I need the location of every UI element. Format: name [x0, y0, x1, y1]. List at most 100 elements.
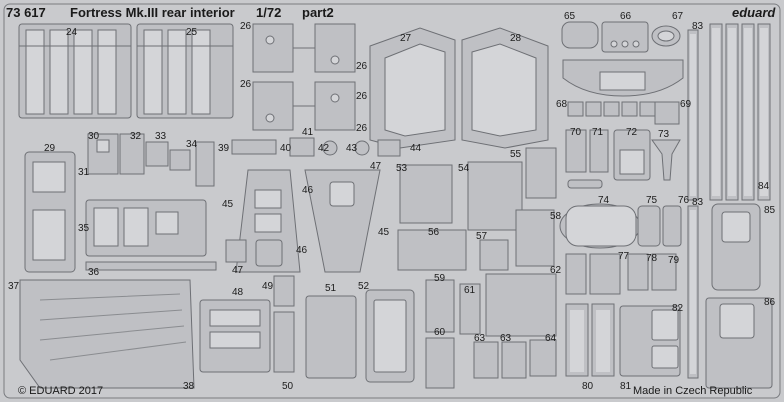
- part-65: [561, 21, 599, 49]
- part-number: 55: [510, 149, 522, 160]
- part-number: 43: [346, 143, 358, 154]
- part-60: [425, 337, 455, 389]
- part-59: [425, 279, 455, 333]
- part-number: 81: [620, 381, 632, 392]
- part-number: 73: [658, 129, 670, 140]
- part-75: [637, 205, 661, 247]
- copyright: © EDUARD 2017: [18, 385, 104, 397]
- part-number: 83: [692, 21, 704, 32]
- part-number: 26: [356, 61, 368, 72]
- origin-note: Made in Czech Republic: [633, 385, 753, 397]
- part-71: [589, 129, 609, 173]
- part-61: [459, 283, 481, 335]
- part-44: [377, 139, 401, 157]
- part-number: 80: [582, 381, 594, 392]
- part-number: 72: [626, 127, 638, 138]
- part-number: 54: [458, 163, 470, 174]
- part-number: 36: [88, 267, 100, 278]
- part-number: 57: [476, 231, 488, 242]
- part-63a: [473, 341, 499, 379]
- part-46b: [304, 169, 381, 273]
- part-number: 84: [758, 181, 770, 192]
- part-25: [136, 23, 234, 119]
- part-number: 47: [232, 265, 244, 276]
- part-number: 46: [296, 245, 308, 256]
- part-number: 26: [356, 123, 368, 134]
- part-number: 53: [396, 163, 408, 174]
- part-number: 26: [240, 21, 252, 32]
- part-number: 71: [592, 127, 604, 138]
- part-number: 45: [222, 199, 234, 210]
- part-49: [273, 275, 295, 307]
- part-26: [252, 23, 356, 131]
- part-number: 66: [620, 11, 632, 22]
- part-number: 29: [44, 143, 56, 154]
- part-number: 51: [325, 283, 337, 294]
- part-73: [651, 139, 681, 181]
- part-62: [485, 273, 557, 337]
- part-number: 48: [232, 287, 244, 298]
- part-number: 26: [240, 79, 252, 90]
- part-70: [565, 129, 587, 173]
- part-37: [19, 279, 195, 389]
- part-number: 38: [183, 381, 195, 392]
- part-36: [85, 261, 217, 271]
- part-number: 33: [155, 131, 167, 142]
- part-40: [231, 139, 277, 155]
- part-53: [399, 164, 453, 224]
- part-number: 28: [510, 33, 522, 44]
- part-79: [651, 253, 677, 291]
- part-47: [225, 239, 247, 263]
- kit-scale: 1/72: [256, 5, 282, 20]
- part-number: 75: [646, 195, 658, 206]
- part-78: [627, 253, 649, 291]
- part-number: 76: [678, 195, 690, 206]
- part-number: 85: [764, 205, 776, 216]
- part-number: 86: [764, 297, 776, 308]
- part-24: [18, 23, 132, 119]
- part-54: [467, 161, 523, 231]
- part-number: 34: [186, 139, 198, 150]
- part-number: 32: [130, 131, 142, 142]
- part-number: 59: [434, 273, 446, 284]
- part-77a: [565, 253, 587, 295]
- part-69: [654, 101, 680, 125]
- part-number: 82: [672, 303, 684, 314]
- part-41: [289, 137, 315, 157]
- part-number: 74: [598, 195, 610, 206]
- part-number: 77: [618, 251, 630, 262]
- kit-title: Fortress Mk.III rear interior: [70, 5, 235, 20]
- part-57: [479, 239, 509, 271]
- part-number: 42: [318, 143, 330, 154]
- part-number: 64: [545, 333, 557, 344]
- part-number: 49: [262, 281, 274, 292]
- part-number: 63: [474, 333, 486, 344]
- part-56: [397, 229, 467, 271]
- part-number: 58: [550, 211, 562, 222]
- kit-number: 73 617: [6, 5, 46, 20]
- part-76: [662, 205, 682, 247]
- eduard-logo: eduard: [732, 5, 776, 20]
- part-number: 39: [218, 143, 230, 154]
- part-number: 83: [692, 197, 704, 208]
- part-number: 40: [280, 143, 292, 154]
- part-50: [273, 311, 295, 373]
- part-number: 37: [8, 281, 20, 292]
- part-number: 63: [500, 333, 512, 344]
- part-number: 60: [434, 327, 446, 338]
- part-number: 24: [66, 27, 78, 38]
- part-number: 70: [570, 127, 582, 138]
- part-number: 52: [358, 281, 370, 292]
- part-number: 45: [378, 227, 390, 238]
- part-number: 50: [282, 381, 294, 392]
- part-30-34: [87, 133, 191, 175]
- part-number: 26: [356, 91, 368, 102]
- part-68: [567, 101, 656, 117]
- part-number: 61: [464, 285, 476, 296]
- part-number: 27: [400, 33, 412, 44]
- part-number: 78: [646, 253, 658, 264]
- part-43: [354, 140, 370, 156]
- part-number: 47: [370, 161, 382, 172]
